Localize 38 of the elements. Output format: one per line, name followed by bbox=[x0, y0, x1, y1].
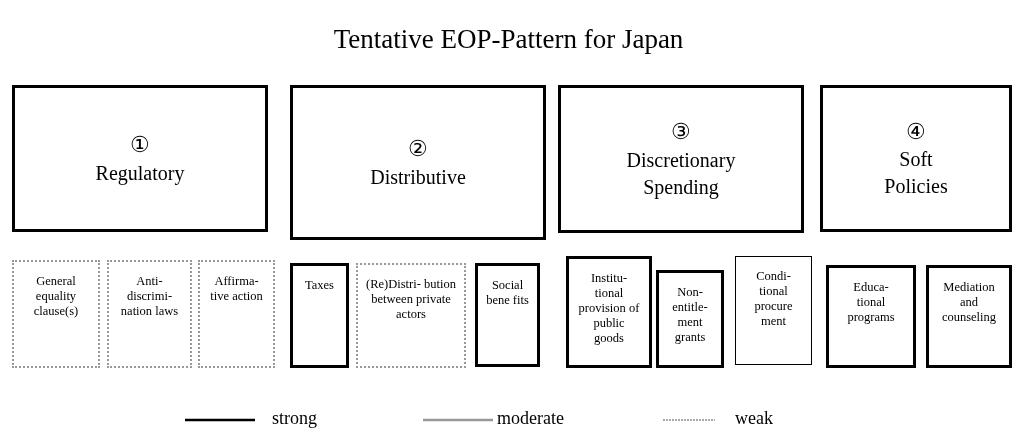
category-box bbox=[12, 85, 268, 232]
category-box bbox=[820, 85, 1012, 232]
category-number: ④ bbox=[906, 117, 926, 146]
instrument-label: Non- entitle- ment grants bbox=[671, 285, 709, 345]
instrument-box bbox=[107, 260, 192, 368]
category-label: Soft Policies bbox=[883, 147, 949, 200]
legend-label: strong bbox=[272, 408, 317, 429]
instrument-label: Institu- tional provision of public goods bbox=[578, 271, 640, 346]
instrument-label: Social bene fits bbox=[485, 278, 530, 308]
instrument-label: General equality clause(s) bbox=[32, 274, 80, 319]
diagram-title: Tentative EOP-Pattern for Japan bbox=[332, 24, 685, 55]
legend-label: moderate bbox=[497, 408, 564, 429]
instrument-box bbox=[926, 265, 1012, 368]
instrument-box bbox=[735, 256, 812, 365]
category-label: Regulatory bbox=[95, 160, 185, 187]
instrument-box bbox=[566, 256, 652, 368]
instrument-label: Mediation and counseling bbox=[940, 280, 998, 325]
category-label: Distributive bbox=[370, 164, 466, 190]
category-label: Discretionary Spending bbox=[625, 147, 737, 201]
instrument-label: Taxes bbox=[305, 278, 334, 293]
instrument-label: Condi- tional procure ment bbox=[753, 269, 794, 329]
instrument-label: Affirma- tive action bbox=[209, 274, 264, 304]
legend-label: weak bbox=[735, 408, 773, 429]
instrument-box bbox=[198, 260, 275, 368]
category-number: ③ bbox=[671, 118, 691, 147]
category-box bbox=[558, 85, 804, 233]
category-number: ② bbox=[408, 135, 428, 164]
category-box bbox=[290, 85, 546, 240]
instrument-box bbox=[356, 263, 466, 368]
instrument-box bbox=[656, 270, 724, 368]
instrument-box bbox=[475, 263, 540, 367]
instrument-label: Educa- tional programs bbox=[846, 280, 896, 325]
instrument-label: (Re)Distri- bution between private actors bbox=[366, 277, 456, 322]
instrument-box bbox=[826, 265, 916, 368]
category-number: ① bbox=[130, 131, 150, 160]
instrument-box bbox=[290, 263, 349, 368]
instrument-label: Anti- discrimi- nation laws bbox=[119, 274, 180, 319]
instrument-box bbox=[12, 260, 100, 368]
